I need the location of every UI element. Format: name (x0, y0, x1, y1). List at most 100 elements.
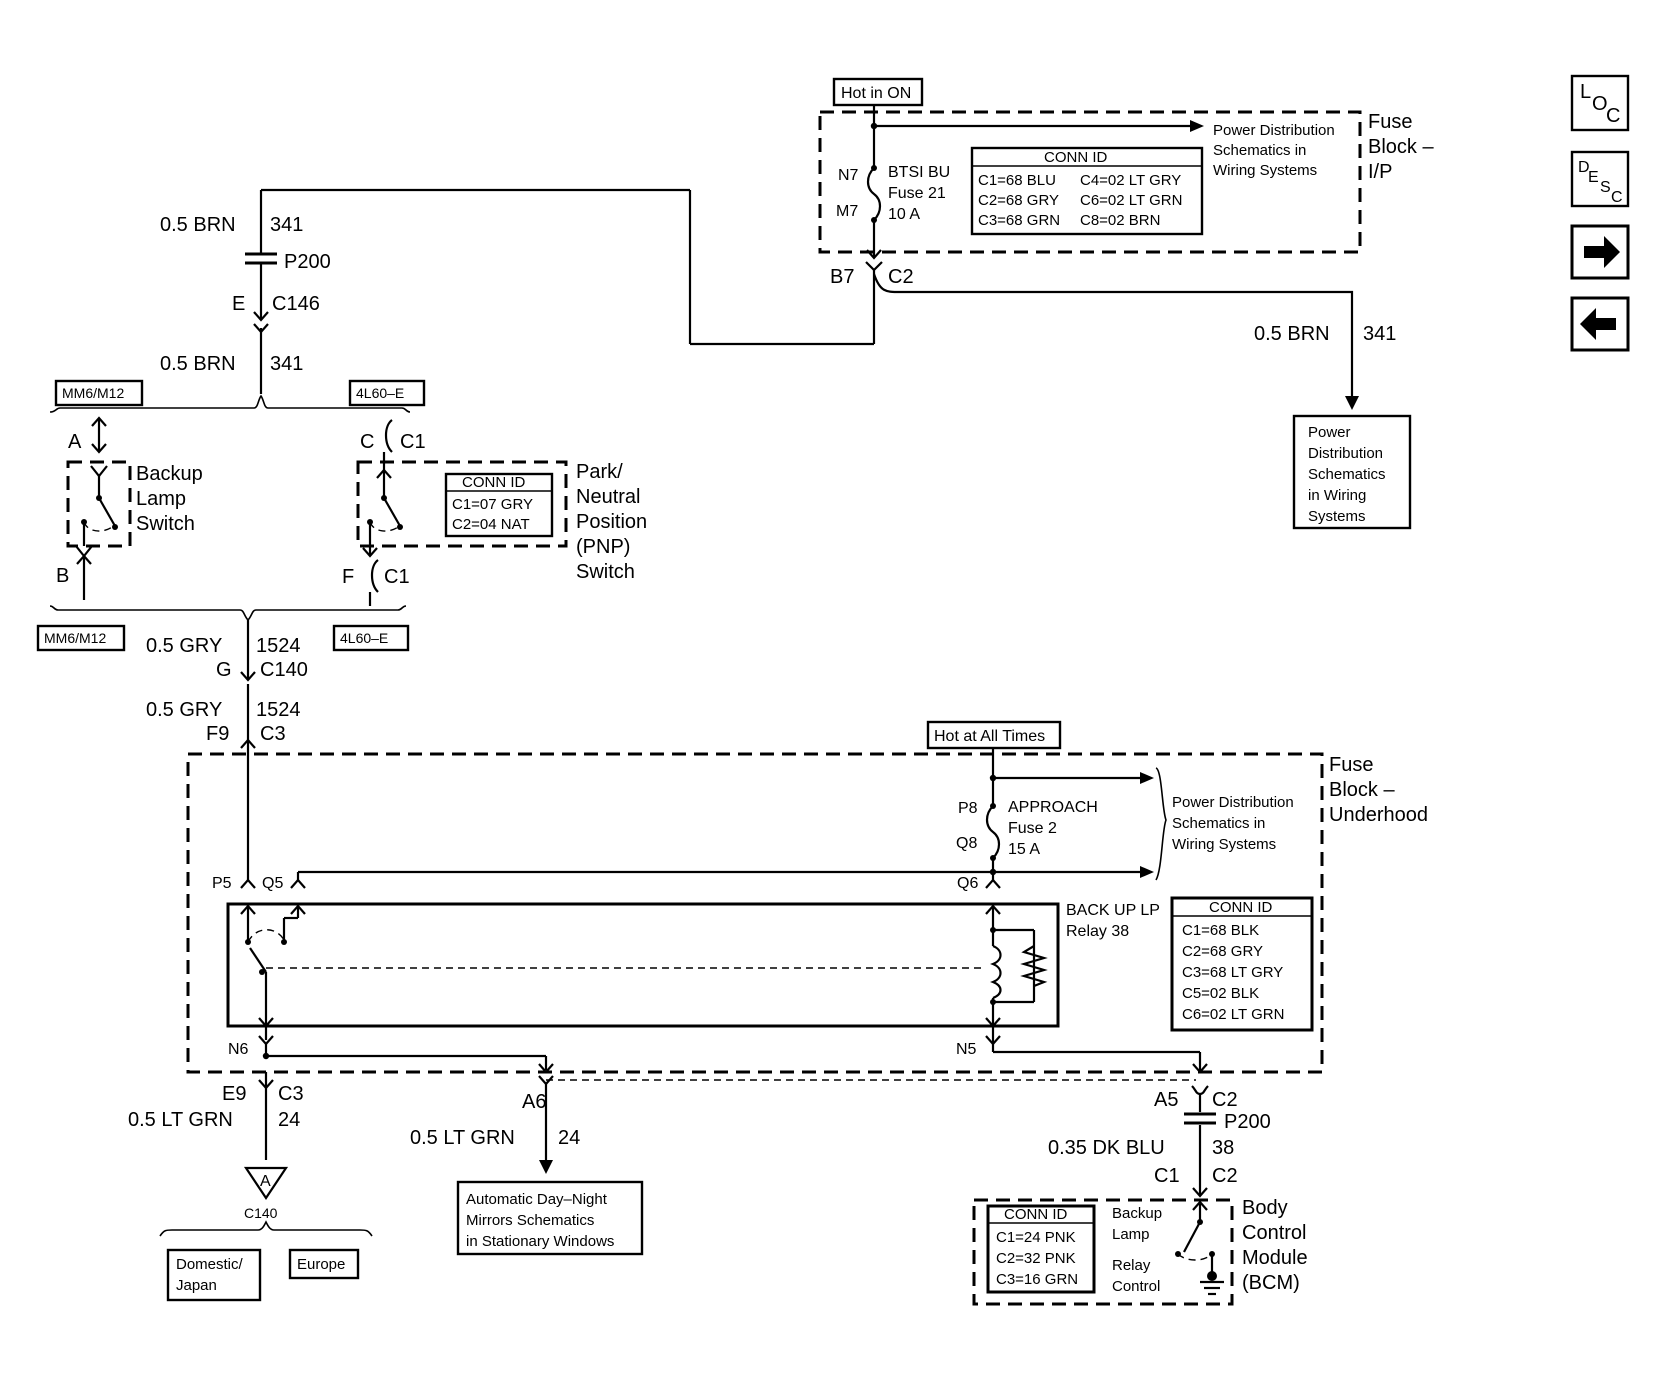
wire-24-left-circuit: 24 (278, 1109, 300, 1131)
fuse-ip-conn-row-3b: C8=02 BRN (1080, 212, 1160, 229)
fuse-block-ip-title-1: Fuse (1368, 111, 1412, 133)
europe-label: Europe (297, 1256, 345, 1273)
desc-letter-1: D (1578, 159, 1590, 176)
desc-button[interactable]: D E S C (1570, 150, 1630, 208)
arrow-right-icon (1190, 120, 1204, 132)
backup-lamp-relay-box (226, 902, 1060, 1028)
pin-n7: N7 (838, 167, 859, 184)
connector-a5-icon (1191, 1085, 1209, 1096)
arrow-left-icon (1580, 308, 1616, 340)
power-dist-box-line-2: Distribution (1308, 445, 1383, 462)
arrow-right-icon (1584, 236, 1620, 268)
mirrors-schematics-box[interactable] (456, 1180, 644, 1256)
wire-24-mid-gauge: 0.5 LT GRN (410, 1127, 515, 1149)
bcm-switch-label-1b: Lamp (1112, 1226, 1150, 1243)
option-4l60-top-box (348, 379, 426, 407)
backup-switch-outline (66, 460, 132, 548)
pin-m7: M7 (836, 203, 858, 220)
circuit-24-wiring: E9 C3 0.5 LT GRN 24 A C140 Domestic/ Jap… (128, 1072, 1196, 1302)
fuse-block-ip-outline (818, 110, 1362, 254)
pnp-switch-outline (356, 460, 568, 548)
backup-switch-label-1: Backup (136, 463, 203, 485)
pnp-label-1: Park/ (576, 461, 623, 483)
fuse-uh-dist-text-1: Power Distribution (1172, 794, 1294, 811)
relay-conn-row-5: C6=02 LT GRN (1182, 1006, 1284, 1023)
pnp-conn-row-2: C2=04 NAT (452, 516, 530, 533)
bcm-title-3: Module (1242, 1247, 1308, 1269)
connector-terminal-icon (90, 465, 108, 478)
connector-c140-icon (240, 671, 256, 682)
fuse-2-number: Fuse 2 (1008, 820, 1057, 837)
fuse-uh-dist-text-3: Wiring Systems (1172, 836, 1276, 853)
body-control-module: A5 C2 P200 0.35 DK BLU 38 C1 C2 Backup L… (972, 1085, 1308, 1306)
pin-q6: Q6 (957, 875, 978, 892)
pnp-label-3: Position (576, 511, 647, 533)
desc-button-frame (1570, 150, 1630, 208)
bcm-wire-circuit: 38 (1212, 1137, 1234, 1159)
pnp-label-4: (PNP) (576, 536, 630, 558)
desc-letter-4: C (1611, 189, 1623, 206)
wire-341-upper-circuit: 341 (270, 214, 303, 236)
backup-lamp-switch: A B Backup Lamp Switch (56, 416, 203, 600)
hot-at-all-times-label: Hot at All Times (934, 728, 1045, 745)
fuse-ip-dist-text-2: Schematics in (1213, 142, 1306, 159)
fuse-ip-conn-row-3a: C3=68 GRN (978, 212, 1060, 229)
pin-p8: P8 (958, 800, 978, 817)
hot-in-on-label: Hot in ON (841, 85, 911, 102)
domestic-label-1: Domestic/ (176, 1256, 244, 1273)
fuse-21-number: Fuse 21 (888, 185, 946, 202)
wire-24-pin-a6: A6 (522, 1091, 546, 1113)
relay-label-1: BACK UP LP (1066, 902, 1160, 919)
mirrors-box-line-3: in Stationary Windows (466, 1233, 614, 1250)
option-4l60-bottom: 4L60–E (340, 630, 388, 646)
pnp-label-2: Neutral (576, 486, 640, 508)
next-button[interactable] (1570, 224, 1630, 280)
triangle-connector-icon (243, 1166, 289, 1200)
pin-q5: Q5 (262, 875, 283, 892)
bcm-conn-id-header: CONN ID (1004, 1206, 1068, 1223)
power-distribution-box[interactable] (1292, 414, 1412, 530)
fuse-ip-conn-row-1b: C4=02 LT GRY (1080, 172, 1181, 189)
pnp-conn-row-1: C1=07 GRY (452, 496, 533, 513)
wire-1524-gauge-1: 0.5 GRY (146, 635, 222, 657)
bcm-wire-gauge: 0.35 DK BLU (1048, 1137, 1165, 1159)
loc-button[interactable]: L O C (1570, 74, 1630, 132)
bcm-pin-c1: C1 (1154, 1165, 1180, 1187)
option-branch-bottom: MM6/M12 4L60–E (36, 605, 410, 652)
wire-341-lower-circuit: 341 (270, 353, 303, 375)
bcm-title-1: Body (1242, 1197, 1288, 1219)
mirrors-box-line-1: Automatic Day–Night (466, 1191, 608, 1208)
pnp-label-5: Switch (576, 561, 635, 583)
relay-label-2: Relay 38 (1066, 923, 1129, 940)
bcm-title-2: Control (1242, 1222, 1306, 1244)
bcm-conn-c2-top: C2 (1212, 1089, 1238, 1111)
fuse-2-rating: 15 A (1008, 841, 1040, 858)
back-button[interactable] (1570, 296, 1630, 352)
bcm-conn-id-box (986, 1204, 1096, 1294)
fuse-block-ip: Hot in ON Fuse Block – I/P Power Distrib… (818, 77, 1434, 288)
hot-at-all-times-label-box (926, 720, 1062, 750)
relay-conn-row-3: C3=68 LT GRY (1182, 964, 1283, 981)
desc-letter-3: S (1600, 179, 1611, 196)
wire-24-conn-c3: C3 (278, 1083, 304, 1105)
fuse-uh-title-3: Underhood (1329, 804, 1428, 826)
option-mm6-top-box (54, 379, 144, 407)
wire-24-left-gauge: 0.5 LT GRN (128, 1109, 233, 1131)
wire-1524-pin-g: G (216, 659, 232, 681)
hot-in-on-label-box (832, 77, 924, 107)
fuse-ip-dist-text-3: Wiring Systems (1213, 162, 1317, 179)
pnp-conn-top: C1 (400, 431, 426, 453)
domestic-japan-box (166, 1248, 262, 1302)
wire-1524-gauge-2: 0.5 GRY (146, 699, 222, 721)
fuse-uh-title-2: Block – (1329, 779, 1395, 801)
pin-n5: N5 (956, 1041, 977, 1058)
bcm-conn-row-1: C1=24 PNK (996, 1229, 1076, 1246)
bcm-pin-a5: A5 (1154, 1089, 1178, 1111)
bcm-switch-label-2b: Control (1112, 1278, 1160, 1295)
fuse-uh-dist-text-2: Schematics in (1172, 815, 1265, 832)
relay-conn-row-2: C2=68 GRY (1182, 943, 1263, 960)
switch-contact-icon (397, 524, 403, 530)
switch-contact-icon (112, 524, 118, 530)
power-dist-box-line-4: in Wiring (1308, 487, 1366, 504)
